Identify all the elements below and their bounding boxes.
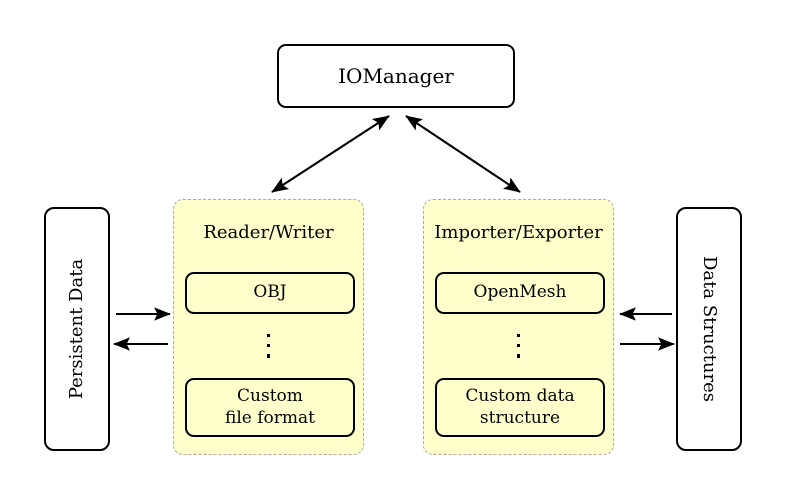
arrow-iomanager-to-reader-writer — [271, 115, 390, 193]
node-openmesh[interactable]: OpenMesh — [435, 272, 605, 314]
importer-exporter-ellipsis-icon — [424, 334, 613, 358]
node-obj[interactable]: OBJ — [185, 272, 355, 314]
node-iomanager[interactable]: IOManager — [277, 44, 515, 108]
node-custom-data-structure-label-line2: structure — [479, 407, 561, 428]
arrow-iomanager-to-importer-exporter — [405, 115, 521, 193]
node-custom-file-format[interactable]: Custom file format — [185, 378, 355, 437]
node-custom-file-format-label-line2: file format — [225, 407, 315, 428]
panel-reader-writer-title: Reader/Writer — [203, 222, 334, 243]
node-custom-file-format-label-line1: Custom — [237, 386, 303, 407]
data-structures-label: Data Structures — [699, 255, 721, 403]
iomanager-label: IOManager — [338, 64, 454, 88]
panel-reader-writer[interactable]: Reader/Writer OBJ Custom file format — [173, 199, 364, 455]
node-persistent-data[interactable]: Persistent Data — [44, 207, 110, 451]
node-obj-label: OBJ — [253, 282, 287, 303]
reader-writer-ellipsis-icon — [174, 334, 363, 358]
node-custom-data-structure[interactable]: Custom data structure — [435, 378, 605, 437]
node-custom-data-structure-label-line1: Custom data — [465, 386, 575, 407]
panel-importer-exporter-title: Importer/Exporter — [434, 222, 603, 243]
panel-importer-exporter[interactable]: Importer/Exporter OpenMesh Custom data s… — [423, 199, 614, 455]
persistent-data-label: Persistent Data — [66, 258, 88, 400]
node-data-structures[interactable]: Data Structures — [676, 207, 742, 451]
node-openmesh-label: OpenMesh — [473, 282, 567, 303]
